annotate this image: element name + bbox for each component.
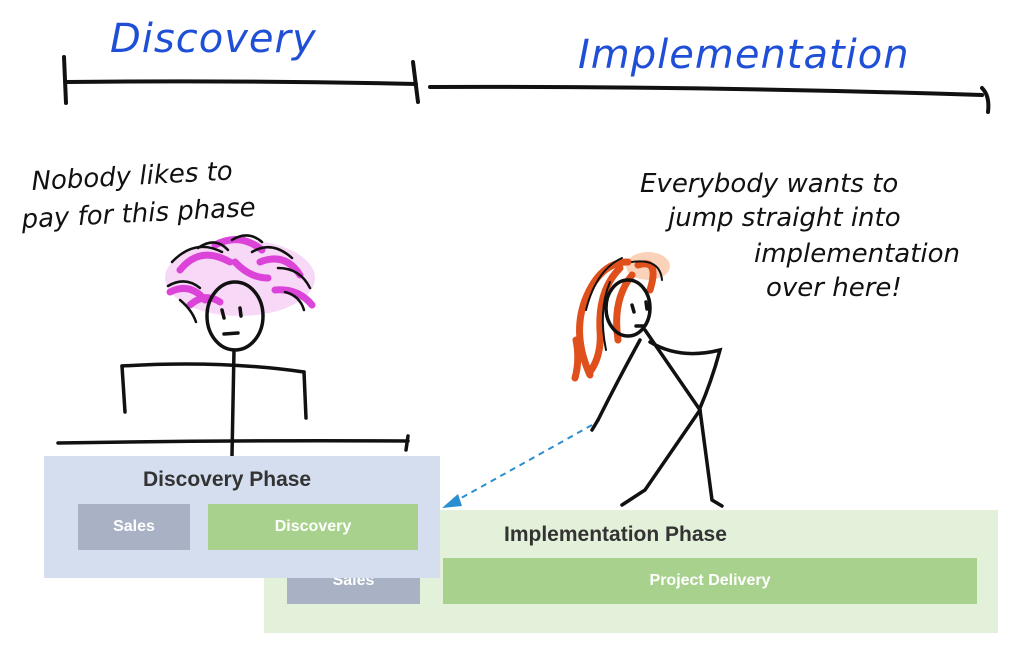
right-note-line-2: jump straight into bbox=[665, 203, 901, 233]
left-note: Nobody likes to pay for this phase bbox=[20, 156, 257, 235]
stick-figure-right bbox=[571, 252, 724, 508]
discovery-box: Discovery bbox=[208, 504, 418, 550]
stick-figure-left bbox=[56, 234, 410, 458]
discovery-phase-title: Discovery Phase bbox=[143, 468, 312, 491]
left-note-line-1: Nobody likes to bbox=[31, 156, 234, 196]
discovery-sales-box: Sales bbox=[78, 504, 190, 550]
discovery-heading: Discovery bbox=[110, 16, 317, 62]
pointing-arrow bbox=[442, 424, 593, 508]
discovery-timeline-bracket bbox=[62, 55, 420, 105]
implementation-phase-title: Implementation Phase bbox=[504, 523, 727, 546]
right-note-line-1: Everybody wants to bbox=[640, 169, 898, 199]
project-delivery-box: Project Delivery bbox=[443, 558, 977, 604]
right-note-line-4: over here! bbox=[766, 273, 902, 303]
left-note-line-2: pay for this phase bbox=[20, 193, 257, 235]
magenta-hair-icon bbox=[165, 234, 316, 324]
discovery-phase-panel: Discovery Phase Sales Discovery bbox=[44, 456, 440, 578]
implementation-timeline-bracket bbox=[428, 84, 991, 114]
implementation-heading: Implementation bbox=[578, 32, 910, 78]
orange-hair-icon bbox=[571, 252, 670, 382]
right-note: Everybody wants to jump straight into im… bbox=[640, 169, 960, 303]
right-note-line-3: implementation bbox=[754, 239, 960, 269]
